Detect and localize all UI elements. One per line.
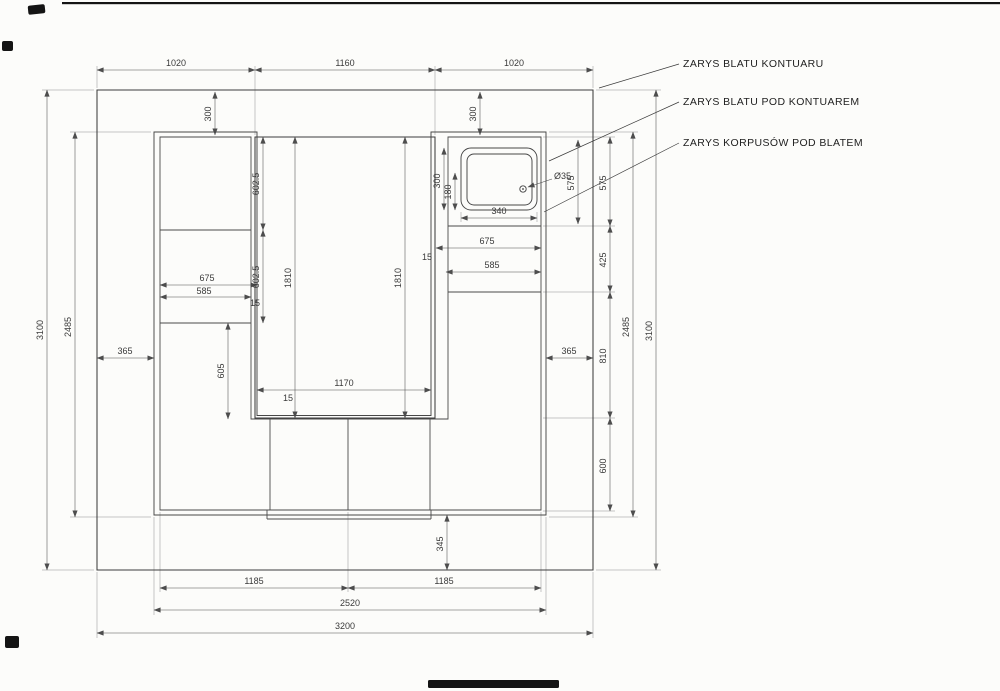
- dimension-label: 1810: [283, 268, 293, 288]
- dimension-label: 365: [561, 346, 576, 356]
- callout-leader-line: [598, 63, 680, 89]
- dimension-label: 340: [491, 206, 506, 216]
- worktop-under-counter-outline: [153, 131, 547, 516]
- dimension-label: 3100: [644, 321, 654, 341]
- dimension-label: 1185: [244, 576, 263, 586]
- dimension-label: 602.5: [251, 173, 261, 196]
- dimension-label: 3100: [35, 320, 45, 340]
- callout-label-cabinets: ZARYS KORPUSÓW POD BLATEM: [683, 136, 863, 149]
- dimension-label: 810: [598, 348, 608, 363]
- dimension-label: 585: [196, 286, 211, 296]
- scan-blob: [5, 636, 19, 648]
- sink-outer-rim: [460, 147, 538, 211]
- dimension-label: 600: [598, 458, 608, 473]
- scan-edge-line: [62, 2, 1000, 5]
- dimension-label: Ø35: [554, 171, 571, 181]
- dimension-label: 2485: [621, 317, 631, 337]
- scan-bar: [428, 680, 559, 688]
- dimension-lines: [44, 67, 659, 636]
- dimension-label: 300: [203, 106, 213, 121]
- extension-lines: [42, 66, 661, 638]
- dimension-label: 300: [432, 173, 442, 188]
- callout-leader-line: [543, 142, 680, 213]
- callout-leader-line: [548, 101, 680, 162]
- dimension-label: 602.5: [251, 266, 261, 289]
- dimension-label: 1810: [393, 268, 403, 288]
- dimension-label: 1160: [335, 58, 354, 68]
- dimension-label: 345: [435, 536, 445, 551]
- dimension-label: 675: [199, 273, 214, 283]
- countertop-contour-outline: [96, 89, 594, 571]
- scan-blob: [2, 41, 13, 51]
- dimension-label: 585: [484, 260, 499, 270]
- faucet-hole-center: [522, 188, 524, 190]
- dimension-label: 425: [598, 252, 608, 267]
- cabinet-bodies-outline: [159, 136, 542, 520]
- callout-label-worktop: ZARYS BLATU POD KONTUAREM: [683, 96, 859, 108]
- dimension-label: 3200: [335, 621, 355, 631]
- sink-assembly: [460, 147, 538, 211]
- callouts: ZARYS BLATU KONTUARU ZARYS BLATU POD KON…: [543, 58, 863, 213]
- dimension-label: 180: [443, 184, 453, 199]
- scan-blob: [27, 4, 46, 15]
- dimension-label: 1020: [504, 58, 524, 68]
- sink-bowl: [466, 153, 533, 206]
- dimension-label: 1020: [166, 58, 186, 68]
- dimension-label: 2520: [340, 598, 360, 608]
- dimension-label: 605: [216, 363, 226, 378]
- dimension-label: 15: [250, 298, 260, 308]
- dimension-label: 365: [117, 346, 132, 356]
- faucet-hole: [519, 185, 527, 193]
- dimension-label: 575: [598, 175, 608, 190]
- dimension-label: 300: [468, 106, 478, 121]
- dimension-label: 2485: [63, 317, 73, 337]
- dimension-label: 15: [422, 252, 432, 262]
- dimension-labels: 1020 1160 1020 300 300 3100 2485 365 602.5 602.5 1…: [35, 58, 654, 631]
- dimension-label: 1170: [334, 378, 353, 388]
- callout-label-countertop: ZARYS BLATU KONTUARU: [683, 58, 824, 70]
- dimension-label: 575: [566, 175, 576, 190]
- dimension-label: 15: [283, 393, 293, 403]
- dimension-label: 1185: [434, 576, 453, 586]
- dimension-label: 675: [479, 236, 494, 246]
